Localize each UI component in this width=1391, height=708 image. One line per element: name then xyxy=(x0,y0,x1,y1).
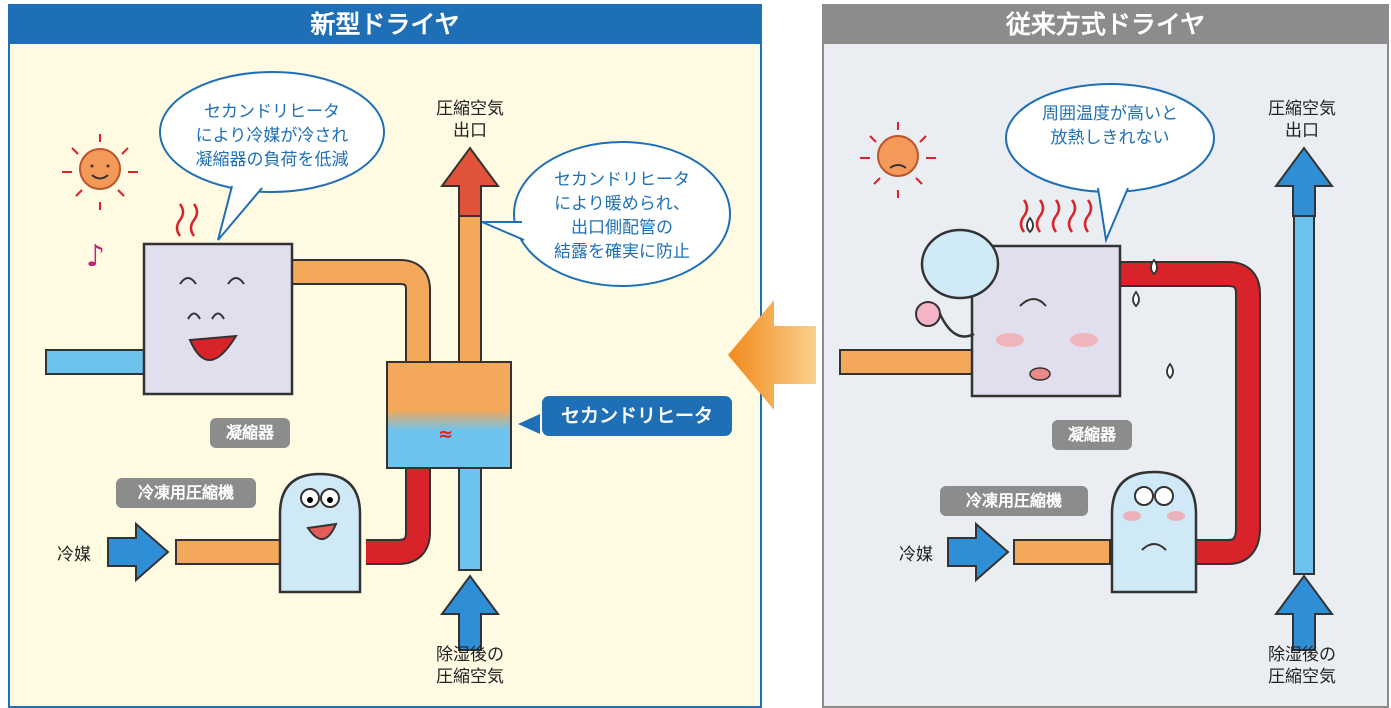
old-pipe-red xyxy=(1120,263,1259,563)
outlet-arrow-icon xyxy=(440,146,500,217)
old-outlet-arrow-icon xyxy=(1274,146,1334,217)
inlet-arrow-icon xyxy=(440,574,500,651)
pipe-condenser-to-reheater xyxy=(292,261,429,362)
new-bubble-reheater-text: セカンドリヒータ により暖められ、 出口側配管の 結露を確実に防止 xyxy=(554,170,690,262)
pipe-air-inlet xyxy=(458,465,482,571)
pipe-reheater-to-compressor xyxy=(366,466,429,563)
condenser-box xyxy=(142,242,294,396)
new-outlet-label: 圧縮空気 出口 xyxy=(436,99,504,141)
second-reheater-label: セカンドリヒータ xyxy=(542,396,732,436)
old-dryer-diagram xyxy=(839,83,1334,651)
old-compressor-body xyxy=(1110,470,1198,594)
old-compressor-label: 冷凍用圧縮機 xyxy=(940,486,1088,516)
old-inlet-label: 除湿後の 圧縮空気 xyxy=(1268,645,1336,687)
music-note-icon: ♪ xyxy=(86,239,105,274)
bubble-reheater xyxy=(513,141,731,287)
new-inlet-label: 除湿後の 圧縮空気 xyxy=(436,645,504,687)
old-outlet-label: 圧縮空気 出口 xyxy=(1268,99,1336,141)
second-reheater-box xyxy=(386,361,512,469)
old-pipe-refrigerant xyxy=(1013,539,1111,565)
pipe-condenser-inlet xyxy=(45,349,147,375)
old-dryer-panel: 従来方式ドライヤ xyxy=(822,4,1389,708)
refrigerant-arrow-icon xyxy=(107,521,170,583)
sun-icon xyxy=(79,148,121,190)
new-dryer-panel: 新型ドライヤ ≈ xyxy=(8,4,762,708)
old-condenser-label: 凝縮器 xyxy=(1052,420,1132,450)
old-dryer-title: 従来方式ドライヤ xyxy=(824,6,1387,44)
new-dryer-title: 新型ドライヤ xyxy=(10,6,760,44)
new-compressor-label: 冷凍用圧縮機 xyxy=(116,478,256,508)
new-dryer-diagram: ≈ ♪ xyxy=(45,71,731,651)
old-sun-icon xyxy=(877,135,919,177)
comparison-arrow-icon xyxy=(728,300,816,410)
svg-text:≈: ≈ xyxy=(438,424,453,445)
old-pipe-air xyxy=(1293,213,1315,575)
pipe-refrigerant-inlet xyxy=(175,539,283,565)
old-inlet-arrow-icon xyxy=(1274,574,1334,651)
fan-icon xyxy=(920,228,1000,300)
old-refrigerant-arrow-icon xyxy=(947,521,1010,583)
new-bubble-condenser-text: セカンドリヒータ により冷媒が冷され 凝縮器の負荷を低減 xyxy=(195,102,349,170)
new-refrigerant-label: 冷媒 xyxy=(57,545,91,565)
new-condenser-label: 凝縮器 xyxy=(210,418,290,448)
pipe-air-outlet xyxy=(458,213,482,369)
bubble-condenser xyxy=(159,71,385,193)
old-bubble-text: 周囲温度が高いと 放熱しきれない xyxy=(1042,104,1178,148)
old-pipe-condenser-inlet xyxy=(839,349,975,375)
old-refrigerant-label: 冷媒 xyxy=(899,545,933,565)
